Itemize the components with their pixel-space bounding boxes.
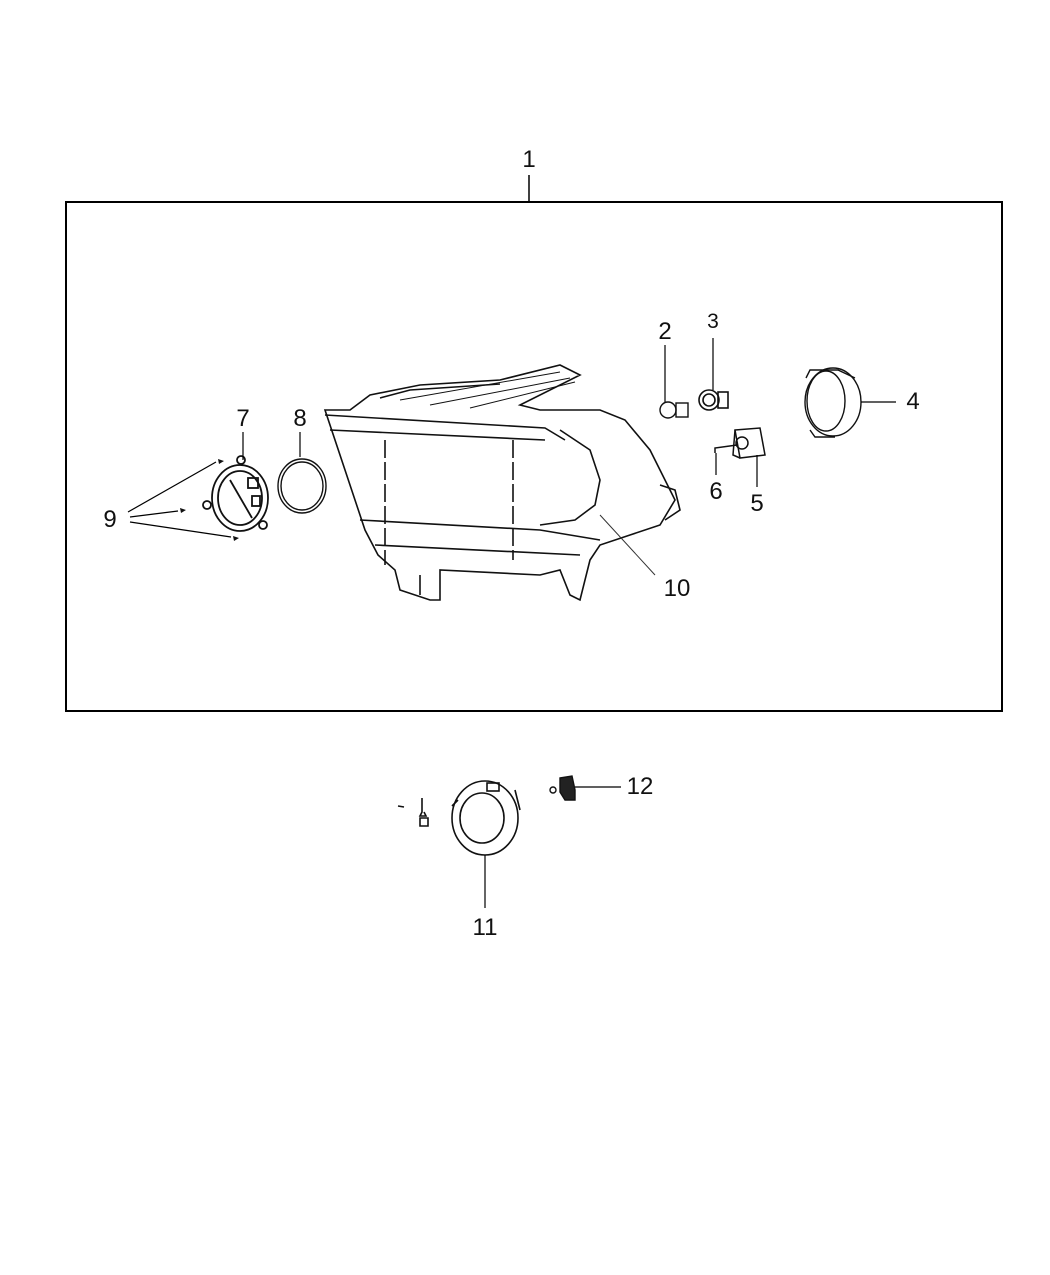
screws-part[interactable] bbox=[180, 459, 239, 541]
fog-bulb-part[interactable] bbox=[549, 775, 576, 801]
ballast-part[interactable] bbox=[202, 455, 269, 532]
callout-8[interactable]: 8 bbox=[293, 405, 307, 432]
callout-3[interactable]: 3 bbox=[707, 310, 719, 333]
bulb-part[interactable] bbox=[659, 401, 689, 419]
callout-5[interactable]: 5 bbox=[750, 490, 764, 517]
callout-10[interactable]: 10 bbox=[663, 575, 691, 602]
callout-1[interactable]: 1 bbox=[522, 146, 536, 173]
callout-12[interactable]: 12 bbox=[626, 773, 654, 800]
fog-lamp-part[interactable] bbox=[397, 780, 521, 856]
callout-9[interactable]: 9 bbox=[103, 506, 117, 533]
callout-11[interactable]: 11 bbox=[472, 914, 498, 941]
callout-6[interactable]: 6 bbox=[709, 478, 723, 505]
socket-part[interactable] bbox=[698, 389, 729, 411]
assembly-box bbox=[65, 201, 1003, 712]
cover-cap-part[interactable] bbox=[804, 367, 862, 438]
hid-module-part[interactable] bbox=[714, 427, 766, 459]
callout-7[interactable]: 7 bbox=[236, 405, 250, 432]
callout-2[interactable]: 2 bbox=[658, 318, 672, 345]
seal-ring-part[interactable] bbox=[277, 458, 327, 514]
callout-4[interactable]: 4 bbox=[906, 388, 920, 415]
headlamp-part[interactable] bbox=[323, 364, 681, 602]
